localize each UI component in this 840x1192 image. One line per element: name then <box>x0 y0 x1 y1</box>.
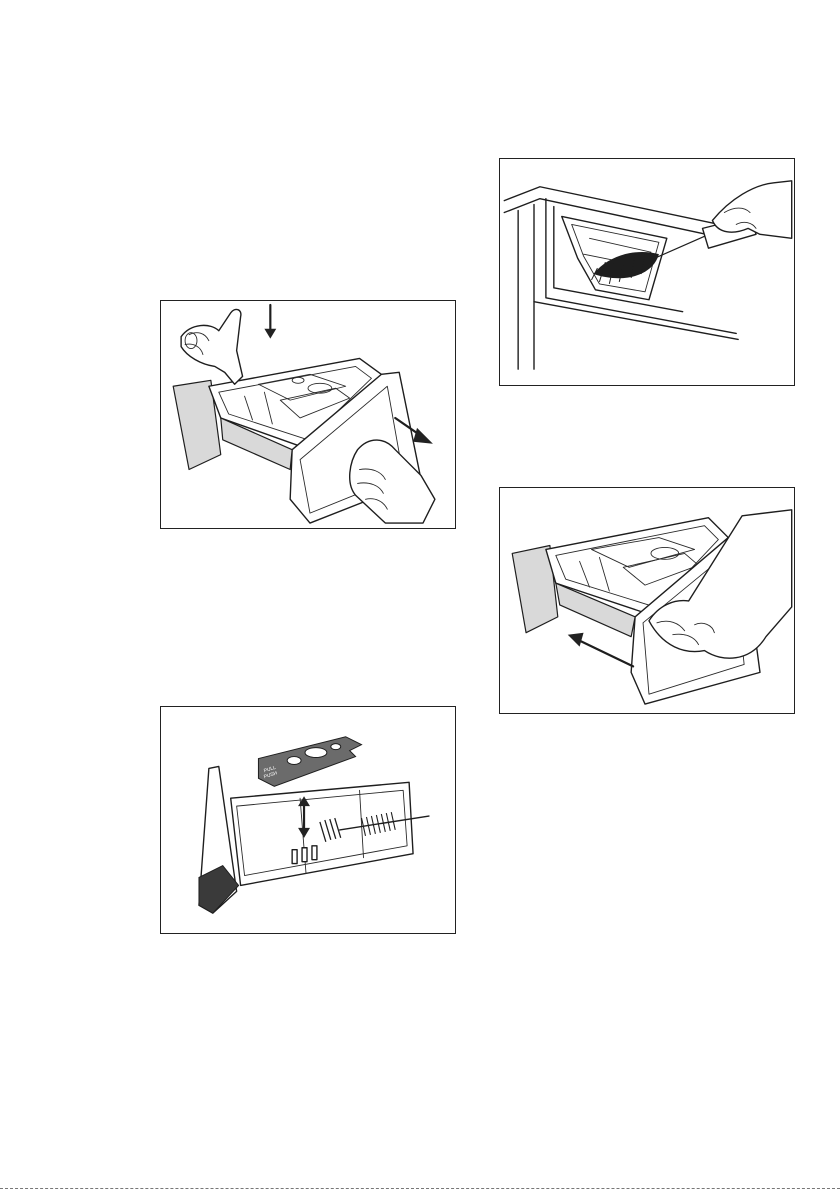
push-arrow-icon <box>568 633 633 667</box>
drawer-clean-illustration: PULL PUSH <box>161 707 455 933</box>
figure-clean-recess <box>499 158 795 386</box>
drawer-push-illustration <box>500 488 794 713</box>
page-bottom-dashed-rule <box>0 1188 840 1189</box>
figure-pull-out-drawer <box>160 300 456 529</box>
figure-clean-drawer: PULL PUSH <box>160 706 456 934</box>
drawer-insert: PULL PUSH <box>258 737 361 787</box>
drawer-pull-illustration <box>161 301 455 528</box>
hand-pressing-icon <box>181 309 242 384</box>
hand-holding-brush-icon <box>712 181 791 238</box>
drawer <box>199 766 413 913</box>
figure-push-in-drawer <box>499 487 795 714</box>
press-arrow-icon <box>264 305 276 339</box>
hand-pulling-icon <box>350 440 435 523</box>
recess-clean-illustration <box>500 159 794 385</box>
